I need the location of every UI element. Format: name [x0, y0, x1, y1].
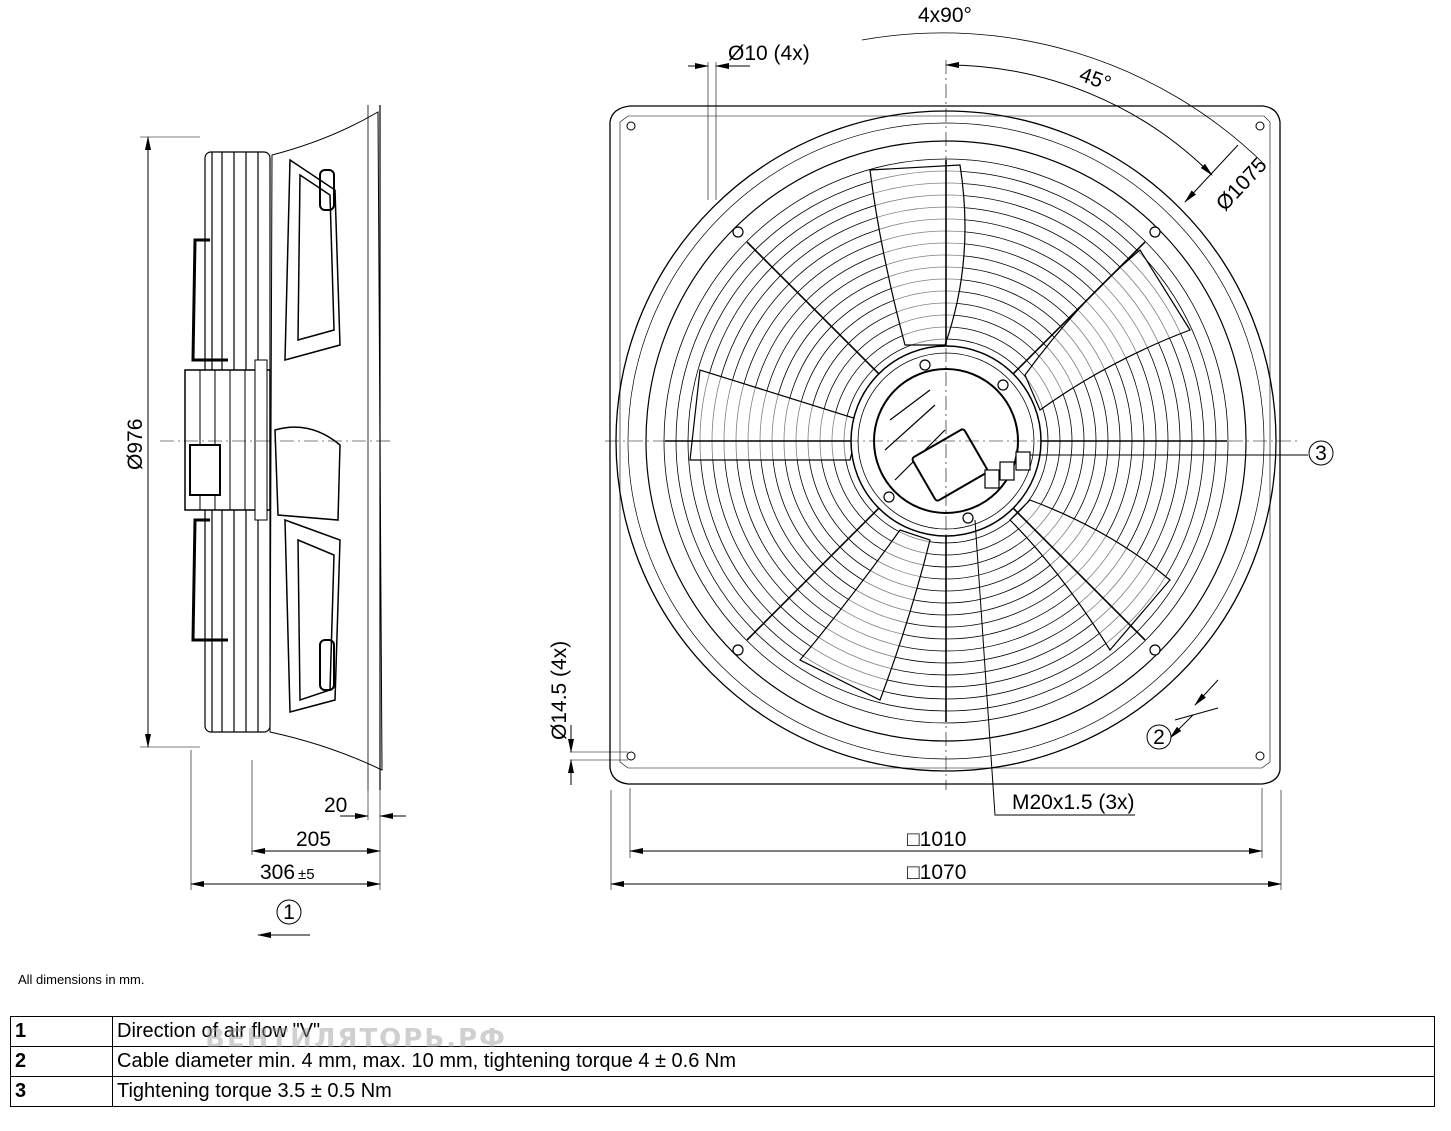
legend-number: 3	[10, 1076, 113, 1107]
dim-976: Ø976	[124, 419, 147, 470]
front-dimensions	[568, 32, 1308, 890]
mounting-holes	[626, 121, 1265, 761]
dim-306-tol: ±5	[298, 866, 315, 883]
watermark: ВЕНТИЛЯТОРЬ.РФ	[205, 1024, 507, 1054]
callout-3: 3	[1308, 440, 1334, 466]
legend-number: 2	[10, 1046, 113, 1077]
side-blades	[274, 158, 341, 713]
front-blades	[689, 164, 1191, 701]
side-dimension-labels: Ø976 20 205 306 ±5	[124, 419, 347, 884]
svg-text:3: 3	[1315, 442, 1327, 465]
dim-hole-14-5: Ø14.5 (4x)	[548, 641, 571, 740]
legend-number: 1	[10, 1016, 113, 1047]
dim-hole-10: Ø10 (4x)	[728, 42, 810, 65]
legend-text: Cable diameter min. 4 mm, max. 10 mm, ti…	[112, 1046, 1435, 1077]
svg-text:2: 2	[1153, 726, 1165, 749]
svg-text:1: 1	[283, 901, 295, 924]
side-motor	[184, 359, 271, 521]
dim-20: 20	[324, 794, 347, 817]
fan-technical-drawing: Ø976 20 205 306 ±5 1	[124, 4, 1334, 938]
dim-205: 205	[296, 828, 331, 851]
guard-fixing-points	[732, 226, 1161, 656]
units-note: All dimensions in mm.	[18, 972, 145, 987]
callout-1: 1	[276, 899, 302, 925]
side-view	[160, 105, 390, 790]
dim-1010: □1010	[907, 828, 966, 851]
side-dimensions	[140, 136, 406, 938]
table-row: 3 Tightening torque 3.5 ± 0.5 Nm	[10, 1076, 1435, 1107]
callout-2: 2	[1146, 724, 1172, 750]
dim-306: 306	[260, 861, 295, 884]
dim-thread: M20x1.5 (3x)	[1012, 791, 1135, 814]
legend-table: 1 Direction of air flow "V" 2 Cable diam…	[10, 1016, 1435, 1107]
front-view	[605, 60, 1300, 790]
dim-1070: □1070	[907, 861, 966, 884]
legend-text: Tightening torque 3.5 ± 0.5 Nm	[112, 1076, 1435, 1107]
dim-4x90: 4x90°	[918, 4, 972, 27]
table-row: 2 Cable diameter min. 4 mm, max. 10 mm, …	[10, 1046, 1435, 1077]
